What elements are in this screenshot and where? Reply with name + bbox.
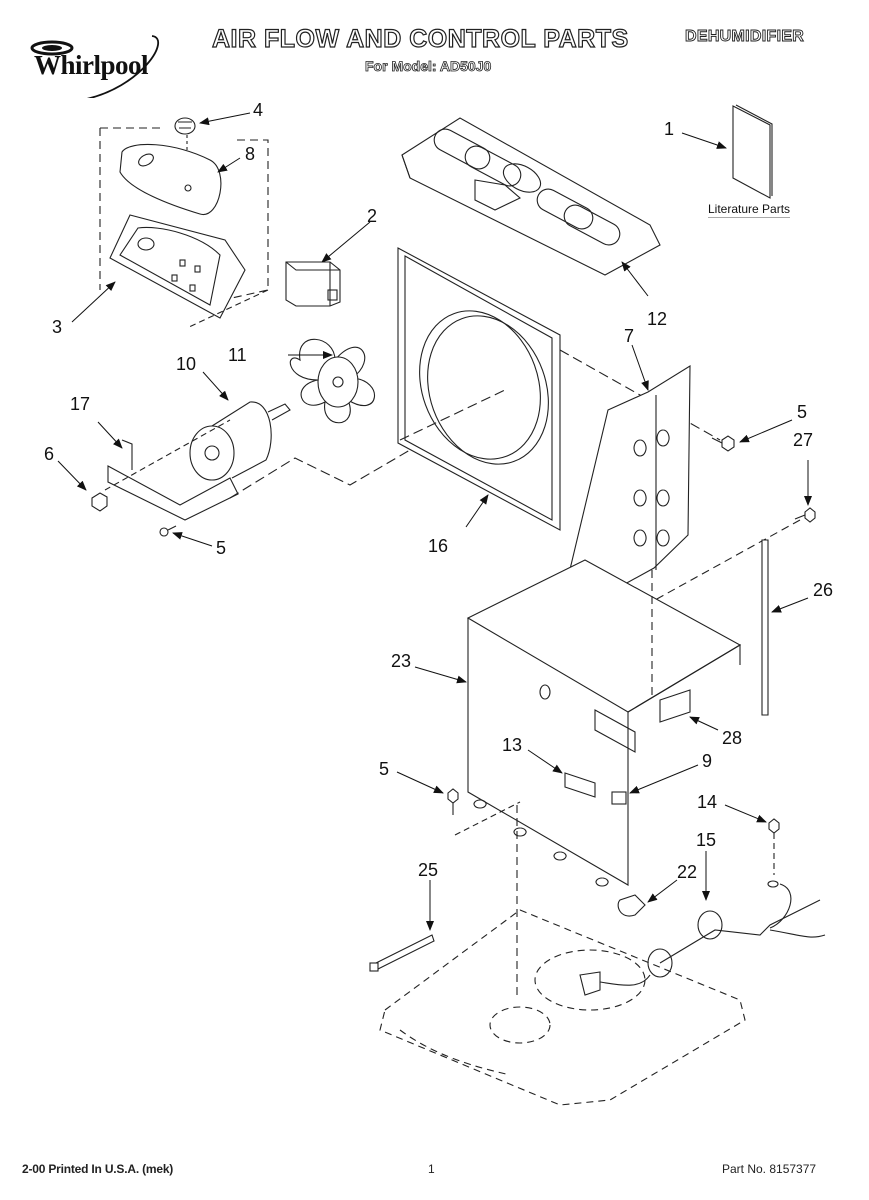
- callout-7: 7: [624, 326, 634, 346]
- motor-bracket: [104, 419, 411, 521]
- callout-10: 10: [176, 354, 196, 374]
- callout-12: 12: [647, 309, 667, 329]
- callout-8: 8: [245, 144, 255, 164]
- switch-box: [186, 261, 341, 329]
- control-panel: [109, 214, 246, 319]
- callout-17: 17: [70, 394, 90, 414]
- callout-5-lower: 5: [379, 759, 389, 779]
- callout-1: 1: [664, 119, 674, 139]
- callout-6: 6: [44, 444, 54, 464]
- model-subtitle: For Model: AD50J0: [365, 58, 492, 75]
- screw-lower: [447, 788, 521, 1000]
- callout-3: 3: [52, 317, 62, 337]
- drain-rod: [761, 539, 769, 716]
- leader-arrows: [57, 112, 812, 931]
- power-cord: [579, 883, 826, 996]
- callout-22: 22: [677, 862, 697, 882]
- top-cover-grille: [401, 117, 661, 276]
- control-group-outline: [99, 127, 269, 306]
- screw-right: [711, 435, 735, 452]
- callout-5-right: 5: [797, 402, 807, 422]
- whirlpool-logo: Whirlpool: [22, 28, 182, 101]
- callout-labels: 1 2 3 4 5 5 5 6 7 8 9 10 11 12 13 14 15 …: [44, 100, 833, 882]
- callout-5-left: 5: [216, 538, 226, 558]
- callout-23: 23: [391, 651, 411, 671]
- control-overlay: [119, 143, 222, 215]
- callout-14: 14: [697, 792, 717, 812]
- callout-13: 13: [502, 735, 522, 755]
- product-category: DEHUMIDIFIER: [685, 28, 805, 46]
- callout-11: 11: [228, 345, 247, 365]
- print-info: 2-00 Printed In U.S.A. (mek): [22, 1162, 174, 1176]
- overload-switch: [564, 772, 596, 798]
- wire-tie: [371, 934, 435, 971]
- page-number: 1: [428, 1162, 435, 1176]
- cord-clamp: [617, 894, 646, 917]
- literature-parts-caption: Literature Parts: [708, 202, 791, 218]
- literature-booklet: [732, 104, 773, 199]
- callout-28: 28: [722, 728, 742, 748]
- clip: [611, 791, 627, 805]
- base-pan: [379, 909, 746, 1106]
- brand-name: Whirlpool: [34, 50, 149, 80]
- callout-25: 25: [418, 860, 438, 880]
- logo-swoosh-icon: [30, 35, 159, 101]
- callout-26: 26: [813, 580, 833, 600]
- nut: [91, 492, 108, 512]
- callout-4: 4: [253, 100, 263, 120]
- page-title: AIR FLOW AND CONTROL PARTS: [211, 24, 629, 53]
- callout-15: 15: [696, 830, 716, 850]
- screw-27: [654, 507, 816, 601]
- bracket-clip: [659, 689, 691, 723]
- screw-lower-left: [159, 525, 177, 537]
- fan-motor: [189, 401, 291, 481]
- callout-2: 2: [367, 206, 377, 226]
- callout-9: 9: [702, 751, 712, 771]
- callout-16: 16: [428, 536, 448, 556]
- callout-27: 27: [793, 430, 813, 450]
- fan-blade: [289, 338, 376, 424]
- ground-screw: [767, 818, 780, 888]
- cabinet-housing: [466, 559, 742, 887]
- part-number: Part No. 8157377: [722, 1162, 817, 1176]
